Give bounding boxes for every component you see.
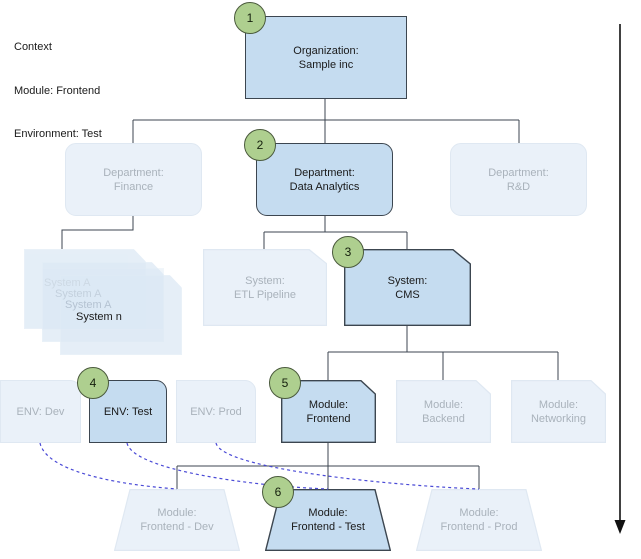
module-networking-shape (511, 380, 606, 443)
node-env-dev-label: ENV: Dev (16, 405, 65, 418)
node-module-backend-label: Module: Backend (422, 398, 465, 425)
node-env-prod-label: ENV: Prod (190, 405, 242, 418)
node-organization[interactable]: Organization: Sample inc (245, 16, 407, 99)
node-deployment-frontend-test[interactable]: Module: Frontend - Test (265, 489, 391, 551)
node-department-finance[interactable]: Department: Finance (65, 143, 202, 216)
node-module-backend[interactable]: Module: Backend (396, 380, 491, 443)
context-environment: Environment: Test (14, 128, 102, 140)
drill-down-arrow (614, 24, 626, 534)
node-system-etl-pipeline-label: System: ETL Pipeline (234, 274, 296, 301)
badge-1: 1 (234, 2, 266, 34)
deployment-dev-shape (114, 489, 240, 551)
node-department-rd[interactable]: Department: R&D (450, 143, 587, 216)
module-networking-outline (511, 380, 606, 443)
module-backend-outline (396, 380, 491, 443)
system-cms-outline (344, 249, 471, 326)
node-deployment-frontend-dev[interactable]: Module: Frontend - Dev (114, 489, 240, 551)
node-department-rd-label: Department: R&D (488, 166, 549, 193)
node-deployment-frontend-prod-label: Module: Frontend - Prod (440, 507, 518, 533)
node-env-dev[interactable]: ENV: Dev (0, 380, 81, 443)
node-deployment-frontend-test-label: Module: Frontend - Test (291, 507, 365, 533)
node-deployment-frontend-dev-label: Module: Frontend - Dev (140, 507, 214, 533)
node-env-test-label: ENV: Test (103, 405, 153, 418)
node-department-data-analytics[interactable]: Department: Data Analytics (256, 143, 393, 216)
system-cms-shape (344, 249, 471, 326)
system-stack-label-2: System A (55, 288, 102, 300)
deployment-prod-shape (416, 489, 542, 551)
context-module: Module: Frontend (14, 84, 101, 97)
badge-5: 5 (269, 367, 301, 399)
system-etl-outline (203, 249, 327, 326)
node-organization-label: Organization: Sample inc (293, 44, 359, 71)
system-stack-card-3 (60, 275, 182, 355)
module-backend-shape (396, 380, 491, 443)
node-department-finance-label: Department: Finance (103, 166, 164, 193)
badge-6: 6 (262, 476, 294, 508)
deployment-test-shape (265, 489, 391, 551)
node-module-frontend-label: Module: Frontend (306, 398, 351, 425)
node-module-networking[interactable]: Module: Networking (511, 380, 606, 443)
node-system-cms-label: System: CMS (387, 274, 428, 301)
badge-2: 2 (244, 129, 276, 161)
context-title: Context (14, 41, 52, 53)
node-module-networking-label: Module: Networking (530, 398, 587, 425)
node-department-data-analytics-label: Department: Data Analytics (289, 166, 360, 193)
system-stack-label-3: System A (65, 299, 112, 311)
system-etl-shape (203, 249, 327, 326)
system-stack-label-4: System n (76, 311, 122, 323)
node-env-prod[interactable]: ENV: Prod (176, 380, 256, 443)
module-frontend-outline (281, 380, 376, 443)
badge-4: 4 (77, 367, 109, 399)
system-stack-card-4 (42, 268, 164, 330)
context-legend: Context Module: Frontend Environment: Te… (14, 11, 102, 171)
system-stack-label-1: System A (44, 277, 91, 289)
badge-3: 3 (332, 236, 364, 268)
node-system-etl-pipeline[interactable]: System: ETL Pipeline (203, 249, 327, 326)
node-system-cms[interactable]: System: CMS (344, 249, 471, 326)
node-deployment-frontend-prod[interactable]: Module: Frontend - Prod (416, 489, 542, 551)
